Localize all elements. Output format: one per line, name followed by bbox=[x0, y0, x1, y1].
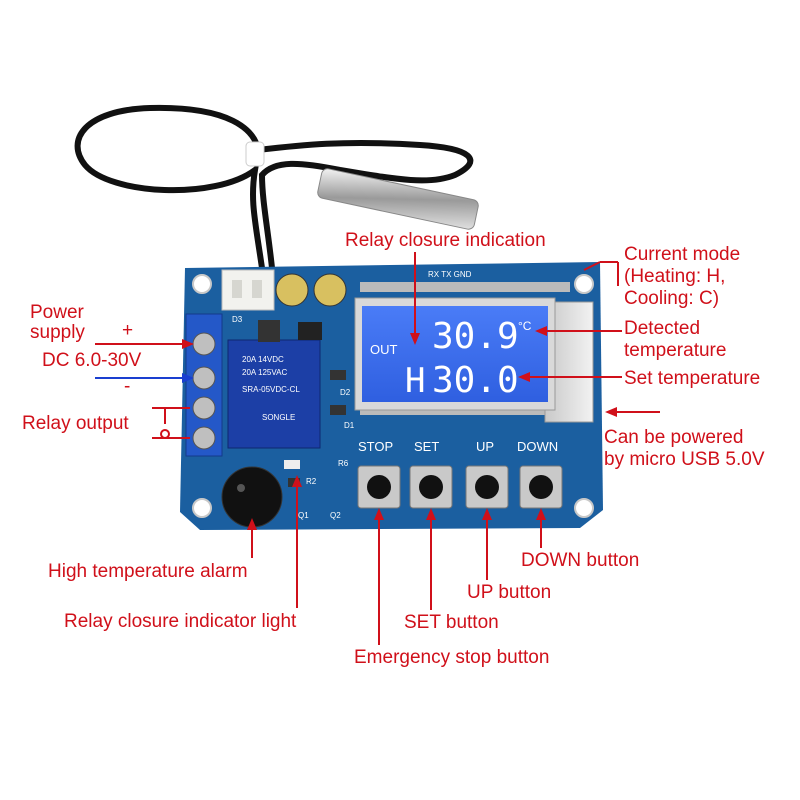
lcd-unit: °C bbox=[518, 319, 532, 333]
label-minus-sign: - bbox=[124, 376, 131, 397]
temperature-probe-cable bbox=[74, 104, 474, 271]
relay-text-2: 20A 125VAC bbox=[242, 368, 287, 377]
label-detected-temp-1: Detected bbox=[624, 318, 701, 339]
silk-d3: D3 bbox=[232, 315, 243, 324]
label-detected-temp-2: temperature bbox=[624, 340, 727, 361]
label-dc-range: DC 6.0-30V bbox=[42, 350, 142, 371]
relay-text-1: 20A 14VDC bbox=[242, 355, 284, 364]
label-current-mode-3: Cooling: C) bbox=[624, 288, 720, 309]
silk-d2: D2 bbox=[340, 388, 351, 397]
stop-button[interactable] bbox=[357, 465, 401, 509]
set-button[interactable] bbox=[409, 465, 453, 509]
temperature-probe-tip bbox=[317, 168, 479, 230]
buzzer bbox=[221, 466, 283, 528]
lcd-mode-letter: H bbox=[405, 361, 425, 401]
silk-r6: R6 bbox=[338, 459, 349, 468]
relay: 20A 14VDC 20A 125VAC SRA-05VDC-CL SONGLE bbox=[227, 339, 321, 449]
label-up-button: UP button bbox=[467, 582, 552, 603]
power-minus-arrow bbox=[95, 373, 194, 383]
cable-tie bbox=[245, 141, 265, 167]
label-set-button: SET button bbox=[404, 612, 499, 633]
mount-hole bbox=[574, 274, 594, 294]
silk-q2: Q2 bbox=[330, 511, 341, 520]
silk-d1: D1 bbox=[344, 421, 355, 430]
mount-hole bbox=[192, 498, 212, 518]
lcd-pin-row-top bbox=[360, 282, 570, 292]
label-power-1: Power bbox=[30, 302, 84, 323]
probe-connector bbox=[221, 269, 275, 311]
capacitors bbox=[275, 273, 347, 307]
label-power-2: supply bbox=[30, 322, 85, 343]
label-relay-indicator-light: Relay closure indicator light bbox=[64, 611, 297, 632]
silk-down: DOWN bbox=[517, 439, 558, 454]
silk-q1: Q1 bbox=[298, 511, 309, 520]
ic-chips bbox=[258, 320, 346, 415]
mount-hole bbox=[192, 274, 212, 294]
label-set-temperature: Set temperature bbox=[624, 368, 761, 389]
lcd-set-value: 30.0 bbox=[432, 360, 519, 401]
mount-hole bbox=[574, 498, 594, 518]
label-high-temp-alarm: High temperature alarm bbox=[48, 561, 248, 582]
power-plus-arrow bbox=[95, 339, 194, 349]
up-button[interactable] bbox=[465, 465, 509, 509]
annotation-arrows bbox=[152, 252, 660, 645]
label-relay-closure-indication: Relay closure indication bbox=[345, 230, 546, 251]
silk-set: SET bbox=[414, 439, 439, 454]
terminal-block bbox=[185, 313, 223, 457]
relay-text-3: SRA-05VDC-CL bbox=[242, 385, 300, 394]
label-usb-1: Can be powered bbox=[604, 427, 744, 448]
lcd-out-label: OUT bbox=[370, 342, 398, 357]
label-current-mode-1: Current mode bbox=[624, 244, 741, 265]
label-emergency-stop: Emergency stop button bbox=[354, 647, 550, 668]
lcd-detected-value: 30.9 bbox=[432, 316, 519, 357]
label-down-button: DOWN button bbox=[521, 550, 640, 571]
label-plus-sign: + bbox=[122, 320, 134, 341]
label-relay-output: Relay output bbox=[22, 413, 129, 434]
silk-up: UP bbox=[476, 439, 494, 454]
label-usb-2: by micro USB 5.0V bbox=[604, 449, 765, 470]
down-button[interactable] bbox=[519, 465, 563, 509]
label-current-mode-2: (Heating: H, bbox=[624, 266, 726, 287]
silk-stop: STOP bbox=[358, 439, 393, 454]
lcd-display: OUT 30.9 °C H 30.0 bbox=[354, 297, 556, 411]
uart-pin-labels: RX TX GND bbox=[428, 270, 472, 279]
relay-brand: SONGLE bbox=[262, 413, 295, 422]
silk-r2: R2 bbox=[306, 477, 317, 486]
